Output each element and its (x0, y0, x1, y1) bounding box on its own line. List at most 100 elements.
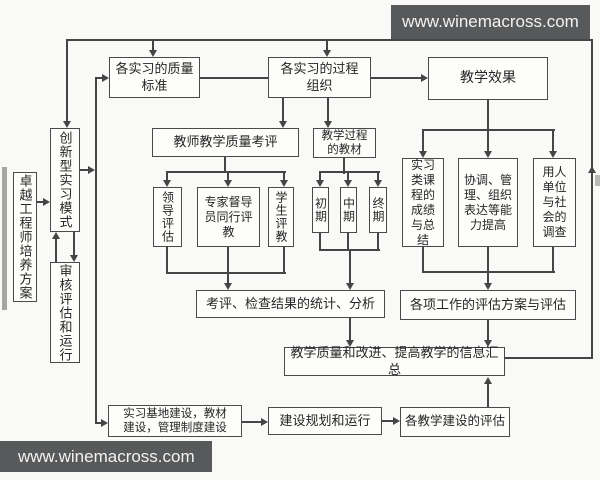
box-early-stage: 初期 (312, 187, 329, 233)
box-mid-stage-label: 中期 (341, 197, 356, 223)
box-planning: 建设规划和运行 (268, 407, 382, 435)
connector-line (327, 98, 329, 123)
box-work-eval-label: 各项工作的评估方案与评估 (409, 296, 566, 312)
left-shadow-strip (2, 167, 7, 310)
box-coordination-label: 协调、管 理、组织 表达等能 力提高 (463, 172, 512, 232)
connector-line (66, 39, 593, 41)
arrowhead-down-icon (224, 283, 232, 290)
arrowhead-right-icon (88, 166, 95, 174)
connector-line (505, 357, 593, 359)
box-student-eval-label: 学生评教 (274, 191, 288, 243)
box-student-eval: 学生评教 (268, 187, 294, 247)
connector-line (422, 247, 424, 273)
arrowhead-right-icon (393, 417, 400, 425)
arrowhead-down-icon (346, 340, 354, 347)
arrowhead-up-icon (52, 232, 60, 239)
connector-line (80, 169, 90, 171)
connector-line (377, 233, 379, 251)
arrowhead-down-icon (484, 283, 492, 290)
arrowhead-right-icon (102, 74, 109, 82)
box-process-organization-label: 各实习的过程 组织 (280, 61, 359, 93)
box-construction-eval: 各教学建设的评估 (400, 407, 510, 437)
connector-line (166, 171, 286, 173)
connector-line (349, 250, 351, 285)
connector-line (487, 383, 489, 407)
connector-line (73, 232, 75, 255)
box-base-construction-label: 实习基地建设，教材 建设，管理制度建设 (123, 407, 227, 434)
connector-line (37, 201, 44, 203)
arrowhead-down-icon (280, 180, 288, 187)
connector-line (319, 171, 380, 173)
box-info-summary: 教学质量和改进、提高教学的信息汇总 (284, 345, 505, 377)
box-final-stage-label: 终期 (371, 197, 385, 223)
connector-line (347, 173, 349, 182)
arrowhead-down-icon (484, 151, 492, 158)
arrowhead-up-icon (588, 166, 596, 173)
box-employer-survey: 用人 单位 与社 会的 调查 (533, 158, 576, 247)
connector-line (95, 77, 104, 79)
arrowhead-right-icon (101, 419, 108, 427)
box-review-operation-label: 审核评估和运行 (57, 263, 73, 362)
arrowhead-up-icon (484, 377, 492, 384)
arrowhead-down-icon (549, 151, 557, 158)
watermark-top-text: www.winemacross.com (402, 12, 579, 31)
connector-line (343, 158, 345, 174)
connector-line (487, 100, 489, 131)
box-quality-standard: 各实习的质量 标准 (109, 57, 200, 98)
connector-line (282, 98, 284, 123)
connector-line (319, 173, 321, 182)
connector-line (371, 77, 421, 79)
box-early-stage-label: 初期 (313, 197, 328, 223)
connector-line (349, 318, 351, 342)
box-review-operation: 审核评估和运行 (50, 262, 80, 363)
right-edge-artifact (595, 175, 600, 186)
arrowhead-down-icon (63, 121, 71, 128)
connector-line (227, 173, 229, 182)
box-leader-eval: 领导评估 (153, 187, 182, 247)
box-process-organization: 各实习的过程 组织 (268, 57, 371, 98)
arrowhead-right-icon (421, 74, 428, 82)
arrowhead-down-icon (374, 180, 382, 187)
box-leader-eval-label: 领导评估 (160, 191, 175, 243)
watermark-top: www.winemacross.com (391, 5, 590, 39)
connector-line (242, 421, 261, 423)
box-expert-eval: 专家督导 员同行评 教 (197, 187, 260, 247)
box-employer-survey-label: 用人 单位 与社 会的 调查 (542, 165, 567, 239)
arrowhead-right-icon (43, 198, 50, 206)
box-coordination: 协调、管 理、组织 表达等能 力提高 (458, 158, 518, 247)
box-work-eval: 各项工作的评估方案与评估 (400, 290, 576, 320)
connector-line (552, 130, 554, 153)
connector-line (166, 173, 168, 182)
box-info-summary-label: 教学质量和改进、提高教学的信息汇总 (290, 345, 499, 377)
box-teaching-effect: 教学效果 (428, 57, 548, 100)
connector-line (152, 39, 154, 52)
box-course-results: 实习 类课 程的 成绩 与总 结 (402, 158, 444, 247)
connector-line (487, 130, 489, 153)
box-construction-eval-label: 各教学建设的评估 (404, 414, 505, 429)
connector-line (591, 39, 593, 358)
box-teaching-materials: 教学过程 的教材 (313, 128, 376, 158)
connector-line (224, 157, 226, 173)
arrowhead-down-icon (224, 180, 232, 187)
connector-line (55, 237, 57, 262)
box-course-results-label: 实习 类课 程的 成绩 与总 结 (410, 157, 435, 247)
arrowhead-down-icon (323, 50, 331, 57)
box-stats-analysis-label: 考评、检查结果的统计、分析 (205, 295, 375, 311)
connector-line (377, 173, 379, 182)
connector-line (487, 320, 489, 342)
box-base-construction: 实习基地建设，教材 建设，管理制度建设 (108, 405, 242, 437)
connector-line (200, 77, 268, 79)
arrowhead-down-icon (149, 50, 157, 57)
arrowhead-down-icon (344, 180, 352, 187)
arrowhead-down-icon (346, 283, 354, 290)
connector-line (166, 272, 286, 274)
connector-line (95, 422, 103, 424)
box-teacher-eval: 教师教学质量考评 (152, 128, 299, 157)
arrowhead-down-icon (324, 121, 332, 128)
connector-line (319, 233, 321, 251)
arrowhead-down-icon (70, 255, 78, 262)
connector-line (347, 233, 349, 251)
watermark-bottom: www.winemacross.com (0, 441, 212, 472)
connector-line (95, 78, 97, 424)
arrowhead-down-icon (163, 180, 171, 187)
